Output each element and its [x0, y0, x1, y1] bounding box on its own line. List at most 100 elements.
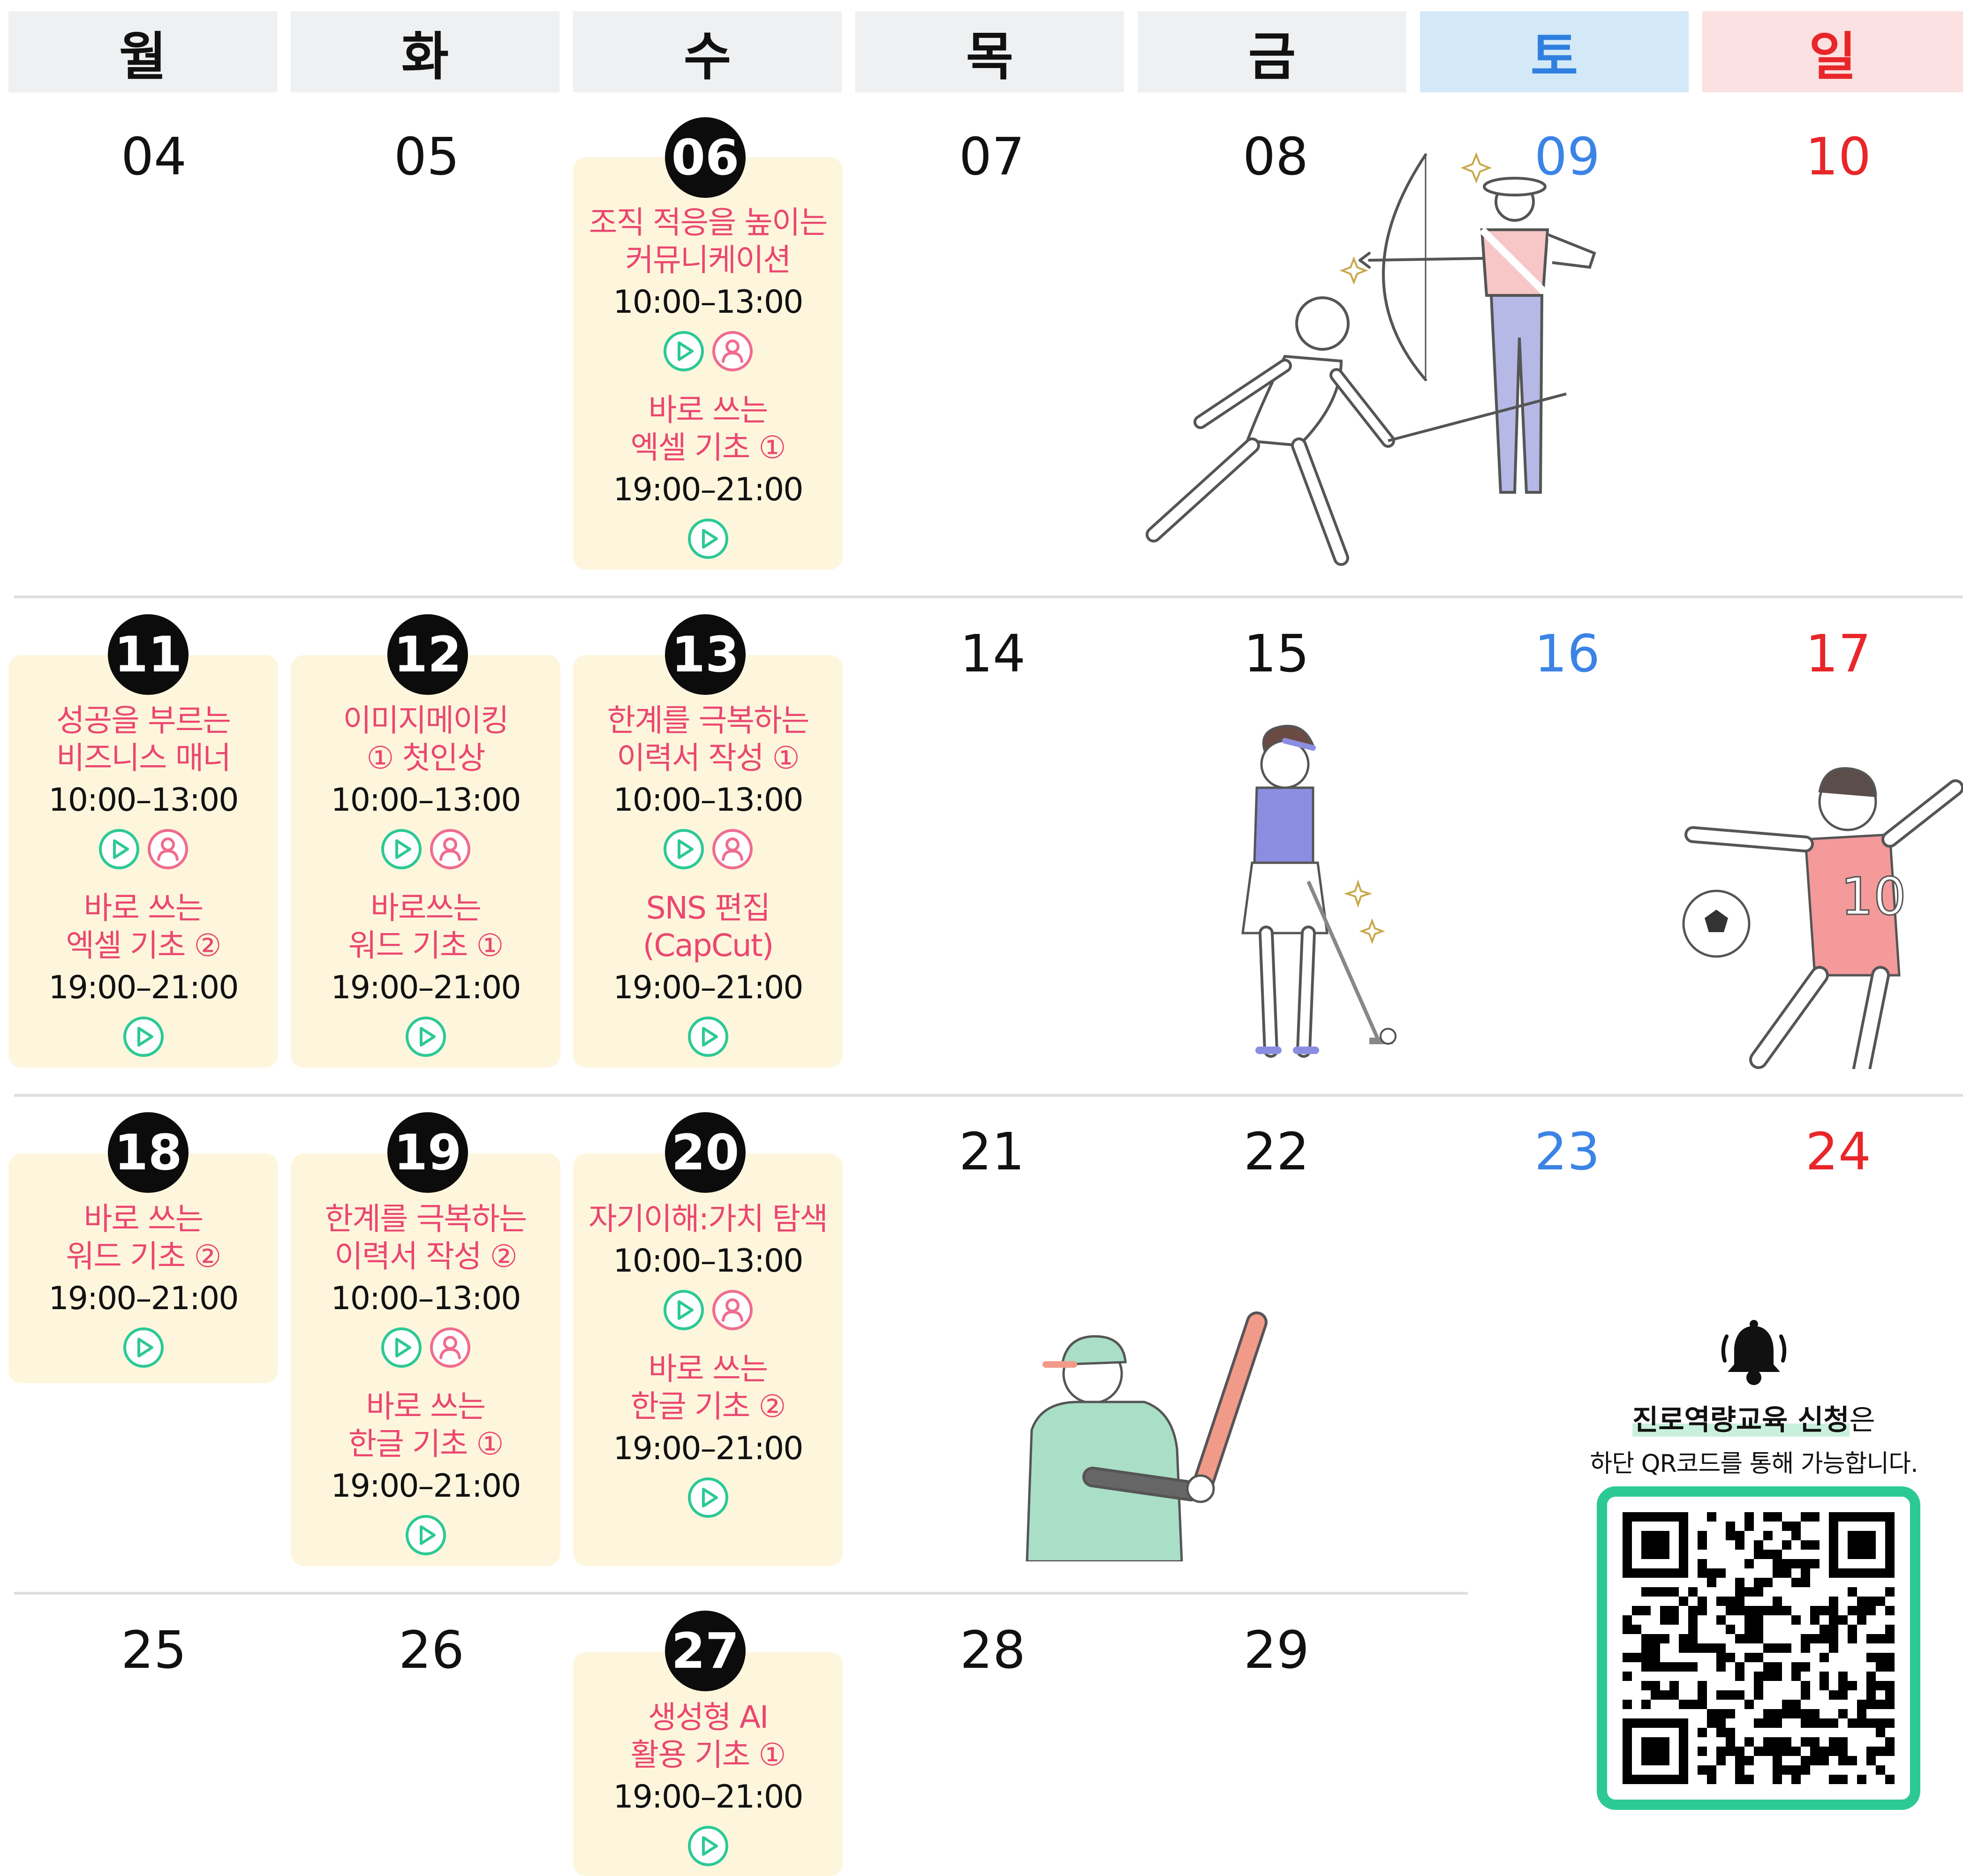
date-badge-27: 27	[665, 1611, 746, 1691]
event-time: 19:00–21:00	[331, 1468, 521, 1505]
offline-person-icon[interactable]	[429, 1326, 472, 1369]
event-time: 10:00–13:00	[613, 782, 804, 819]
online-play-icon[interactable]	[380, 1326, 423, 1369]
event-time: 19:00–21:00	[613, 1778, 804, 1816]
notice-line1: 진로역량교육 신청은	[1562, 1397, 1946, 1438]
event-item[interactable]: 생성형 AI 활용 기초 ① 19:00–21:00	[573, 1699, 843, 1868]
event-time: 10:00–13:00	[331, 782, 521, 819]
notice-highlight: 진로역량교육 신청	[1632, 1404, 1850, 1437]
qr-code-box[interactable]	[1597, 1486, 1920, 1810]
bell-icon	[1721, 1320, 1787, 1385]
event-time: 19:00–21:00	[613, 471, 804, 508]
week-divider	[14, 1592, 1468, 1595]
online-play-icon[interactable]	[662, 330, 705, 373]
online-play-icon[interactable]	[687, 1824, 730, 1868]
registration-notice: 진로역량교육 신청은 하단 QR코드를 통해 가능합니다.	[1562, 1318, 1946, 1479]
event-item[interactable]: 한계를 극복하는 이력서 작성 ① 10:00–13:00	[573, 702, 843, 871]
event-title: 바로 쓰는 한글 기초 ②	[630, 1351, 786, 1424]
event-time: 10:00–13:00	[48, 782, 239, 819]
event-mode-icons	[404, 1015, 447, 1058]
event-item[interactable]: 이미지메이킹 ① 첫인상 10:00–13:00	[291, 702, 560, 871]
event-title: 바로 쓰는 엑셀 기초 ①	[630, 392, 786, 466]
day-card-19[interactable]: 한계를 극복하는 이력서 작성 ② 10:00–13:00 바로 쓰는 한글 기초 …	[291, 1153, 560, 1566]
event-time: 19:00–21:00	[331, 969, 521, 1006]
online-play-icon[interactable]	[122, 1326, 165, 1369]
online-play-icon[interactable]	[404, 1514, 447, 1557]
event-title: 성공을 부르는 비즈니스 매너	[56, 702, 231, 776]
date-badge-13: 13	[665, 614, 746, 695]
offline-person-icon[interactable]	[711, 828, 754, 871]
day-number-sunday: 10	[1805, 127, 1871, 187]
online-play-icon[interactable]	[662, 1288, 705, 1332]
offline-person-icon[interactable]	[429, 828, 472, 871]
event-item[interactable]: SNS 편집 (CapCut) 19:00–21:00	[573, 889, 843, 1058]
event-mode-icons	[687, 517, 730, 560]
event-mode-icons	[662, 828, 754, 871]
online-play-icon[interactable]	[662, 828, 705, 871]
soccer-illustration: 10	[1682, 767, 1963, 1069]
event-title: 한계를 극복하는 이력서 작성 ②	[325, 1201, 527, 1274]
event-time: 10:00–13:00	[331, 1280, 521, 1317]
event-title: 바로 쓰는 엑셀 기초 ②	[66, 890, 221, 964]
event-item[interactable]: 한계를 극복하는 이력서 작성 ② 10:00–13:00	[291, 1200, 560, 1369]
event-time: 10:00–13:00	[613, 284, 804, 321]
event-time: 19:00–21:00	[613, 1430, 804, 1467]
baseball-illustration	[1026, 1311, 1268, 1561]
offline-person-icon[interactable]	[146, 828, 189, 871]
online-play-icon[interactable]	[122, 1015, 165, 1058]
event-mode-icons	[380, 828, 472, 871]
event-time: 10:00–13:00	[613, 1243, 804, 1280]
weekday-header-thu: 목	[855, 11, 1124, 92]
date-badge-20: 20	[665, 1112, 746, 1193]
day-number: 28	[960, 1620, 1026, 1680]
event-title: 생성형 AI 활용 기초 ①	[630, 1699, 786, 1773]
event-item[interactable]: 바로 쓰는 한글 기초 ② 19:00–21:00	[573, 1350, 843, 1519]
day-number: 07	[959, 127, 1025, 187]
event-time: 19:00–21:00	[613, 969, 804, 1006]
date-badge-11: 11	[108, 614, 189, 695]
day-number: 29	[1244, 1620, 1309, 1680]
day-number: 21	[959, 1122, 1025, 1182]
online-play-icon[interactable]	[380, 828, 423, 871]
day-number-saturday: 16	[1534, 624, 1600, 684]
day-number: 05	[394, 127, 460, 187]
event-mode-icons	[687, 1824, 730, 1868]
online-play-icon[interactable]	[404, 1015, 447, 1058]
weekday-header-mon: 월	[8, 11, 277, 92]
weekday-header-sat: 토	[1420, 11, 1689, 92]
day-number: 04	[121, 127, 187, 187]
offline-person-icon[interactable]	[711, 1288, 754, 1332]
online-play-icon[interactable]	[687, 517, 730, 560]
event-item[interactable]: 바로 쓰는 엑셀 기초 ① 19:00–21:00	[573, 392, 843, 560]
event-mode-icons	[662, 330, 754, 373]
day-number: 26	[399, 1620, 464, 1680]
event-item[interactable]: 성공을 부르는 비즈니스 매너 10:00–13:00	[8, 702, 278, 871]
fencing-archery-illustration	[1146, 152, 1596, 566]
day-number-sunday: 24	[1805, 1122, 1871, 1182]
date-badge-12: 12	[387, 614, 468, 695]
week-divider	[14, 1094, 1963, 1097]
notice-line2: 하단 QR코드를 통해 가능합니다.	[1590, 1450, 1918, 1478]
online-play-icon[interactable]	[687, 1015, 730, 1058]
event-title: SNS 편집 (CapCut)	[642, 890, 774, 964]
event-title: 이미지메이킹 ① 첫인상	[343, 702, 509, 776]
online-play-icon[interactable]	[98, 828, 141, 871]
event-title: 한계를 극복하는 이력서 작성 ①	[607, 702, 809, 776]
event-time: 19:00–21:00	[48, 1280, 239, 1317]
day-number-saturday: 23	[1534, 1122, 1600, 1182]
day-number-saturday: 09	[1534, 127, 1600, 187]
online-play-icon[interactable]	[687, 1476, 730, 1519]
qr-code[interactable]	[1623, 1512, 1895, 1784]
offline-person-icon[interactable]	[711, 330, 754, 373]
